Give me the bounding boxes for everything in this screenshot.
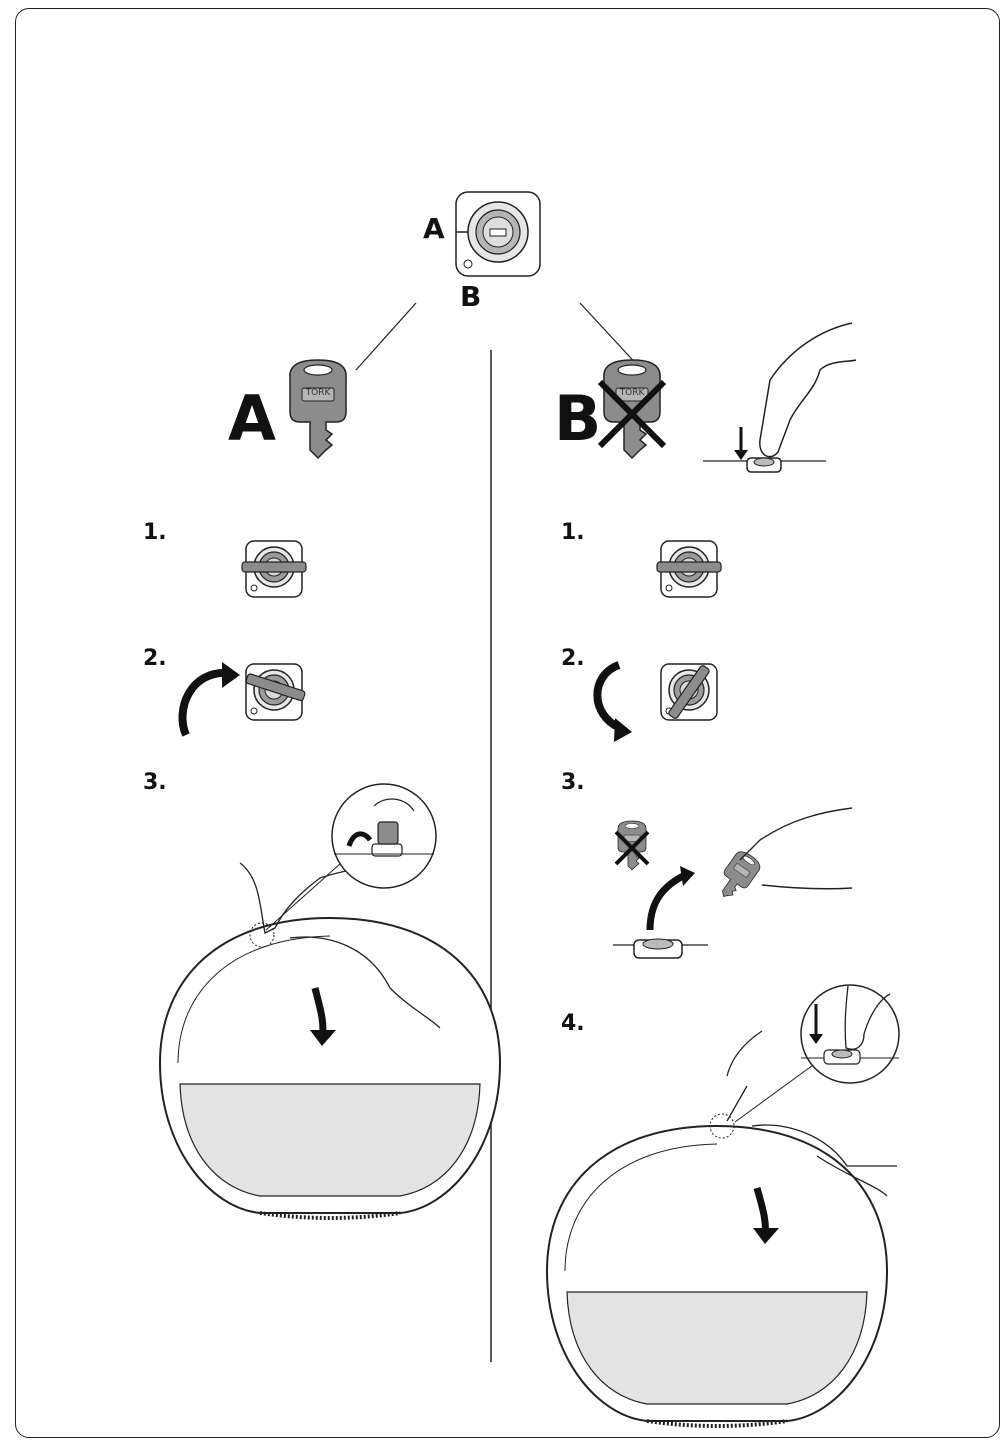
finger-press-illustration — [703, 322, 857, 473]
key-b-crossed-small-icon — [614, 820, 650, 871]
left-step-1: 1. — [143, 520, 167, 545]
zoom-circle-left — [331, 783, 437, 889]
lock-label-b: B — [460, 280, 482, 313]
left-step-3: 3. — [143, 770, 167, 795]
dispenser-step4-right — [545, 1030, 897, 1428]
right-step-2: 2. — [561, 646, 585, 671]
lock-step1-left — [241, 540, 307, 598]
lock-label-a: A — [423, 212, 445, 245]
key-b-brand: TORK — [619, 388, 646, 398]
right-step-3: 3. — [561, 770, 585, 795]
lock-step1-right — [656, 540, 722, 598]
rotate-clockwise-arrow-icon — [178, 662, 240, 737]
lock-top-illustration — [455, 191, 541, 277]
dispenser-step3-left — [158, 857, 502, 1220]
key-a-icon — [289, 359, 347, 459]
rotate-counterclockwise-arrow-icon — [593, 661, 632, 742]
remove-cap-illustration — [613, 807, 853, 959]
zoom-circle-right — [800, 984, 900, 1084]
right-step-4: 4. — [561, 1011, 585, 1036]
left-step-2: 2. — [143, 646, 167, 671]
key-b-crossed-icon — [597, 359, 667, 459]
option-b-label: B — [554, 382, 602, 455]
lock-step2-right — [660, 663, 718, 721]
lock-step2-left — [245, 663, 306, 721]
option-a-label: A — [228, 382, 276, 455]
page-frame — [15, 8, 1000, 1438]
right-step-1: 1. — [561, 520, 585, 545]
key-a-brand: TORK — [305, 388, 332, 398]
